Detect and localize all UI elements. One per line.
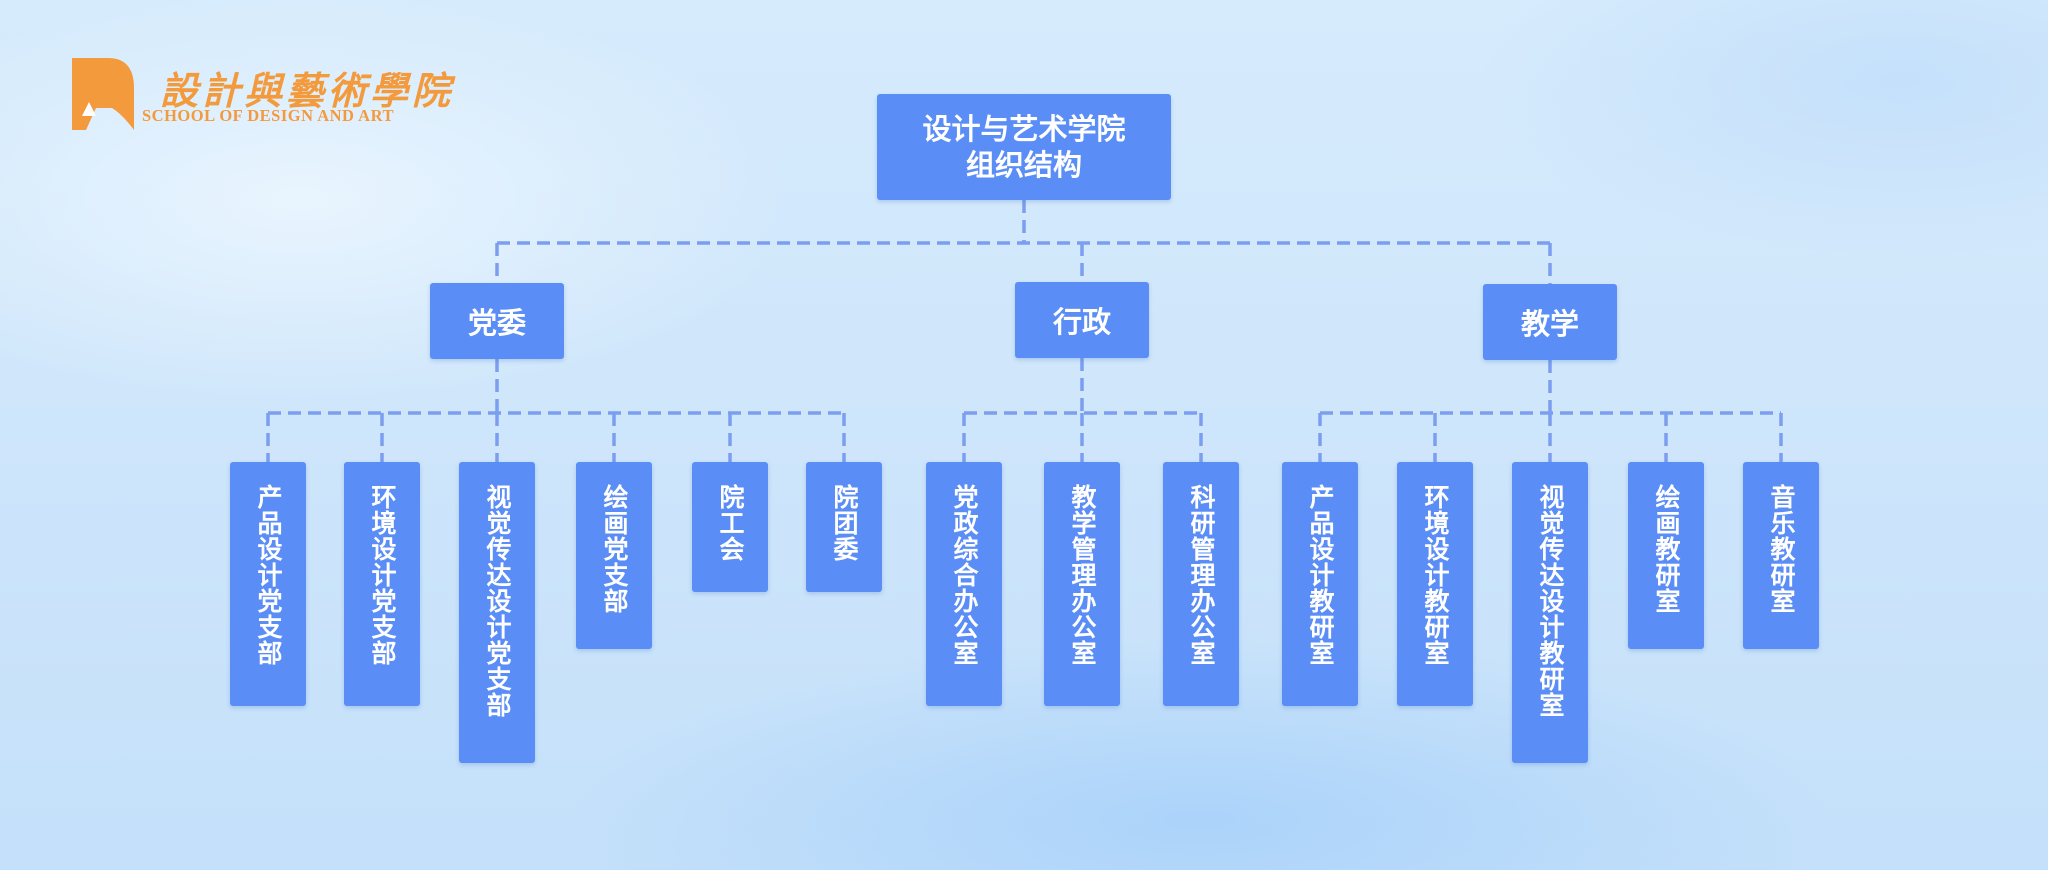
leaf-node: 院工会: [692, 462, 768, 592]
leaf-node: 科研管理办公室: [1163, 462, 1239, 706]
school-logo: 設計與藝術學院 SCHOOL OF DESIGN AND ART: [72, 58, 452, 130]
leaf-node: 视觉传达设计教研室: [1512, 462, 1588, 763]
leaf-node: 环境设计教研室: [1397, 462, 1473, 706]
leaf-node: 教学管理办公室: [1044, 462, 1120, 706]
branch-node: 教学: [1483, 284, 1617, 360]
leaf-node: 绘画党支部: [576, 462, 652, 649]
leaf-node: 绘画教研室: [1628, 462, 1704, 649]
school-name-cn: 設計與藝術學院: [160, 68, 455, 113]
branch-node: 党委: [430, 283, 564, 359]
leaf-node: 党政综合办公室: [926, 462, 1002, 706]
leaf-node: 院团委: [806, 462, 882, 592]
school-name-en: SCHOOL OF DESIGN AND ART: [142, 106, 394, 125]
branch-node: 行政: [1015, 282, 1149, 358]
school-logo-icon: [72, 58, 134, 130]
leaf-node: 视觉传达设计党支部: [459, 462, 535, 763]
leaf-node: 环境设计党支部: [344, 462, 420, 706]
leaf-node: 音乐教研室: [1743, 462, 1819, 649]
leaf-node: 产品设计教研室: [1282, 462, 1358, 706]
leaf-node: 产品设计党支部: [230, 462, 306, 706]
org-root: 设计与艺术学院 组织结构: [877, 94, 1171, 200]
